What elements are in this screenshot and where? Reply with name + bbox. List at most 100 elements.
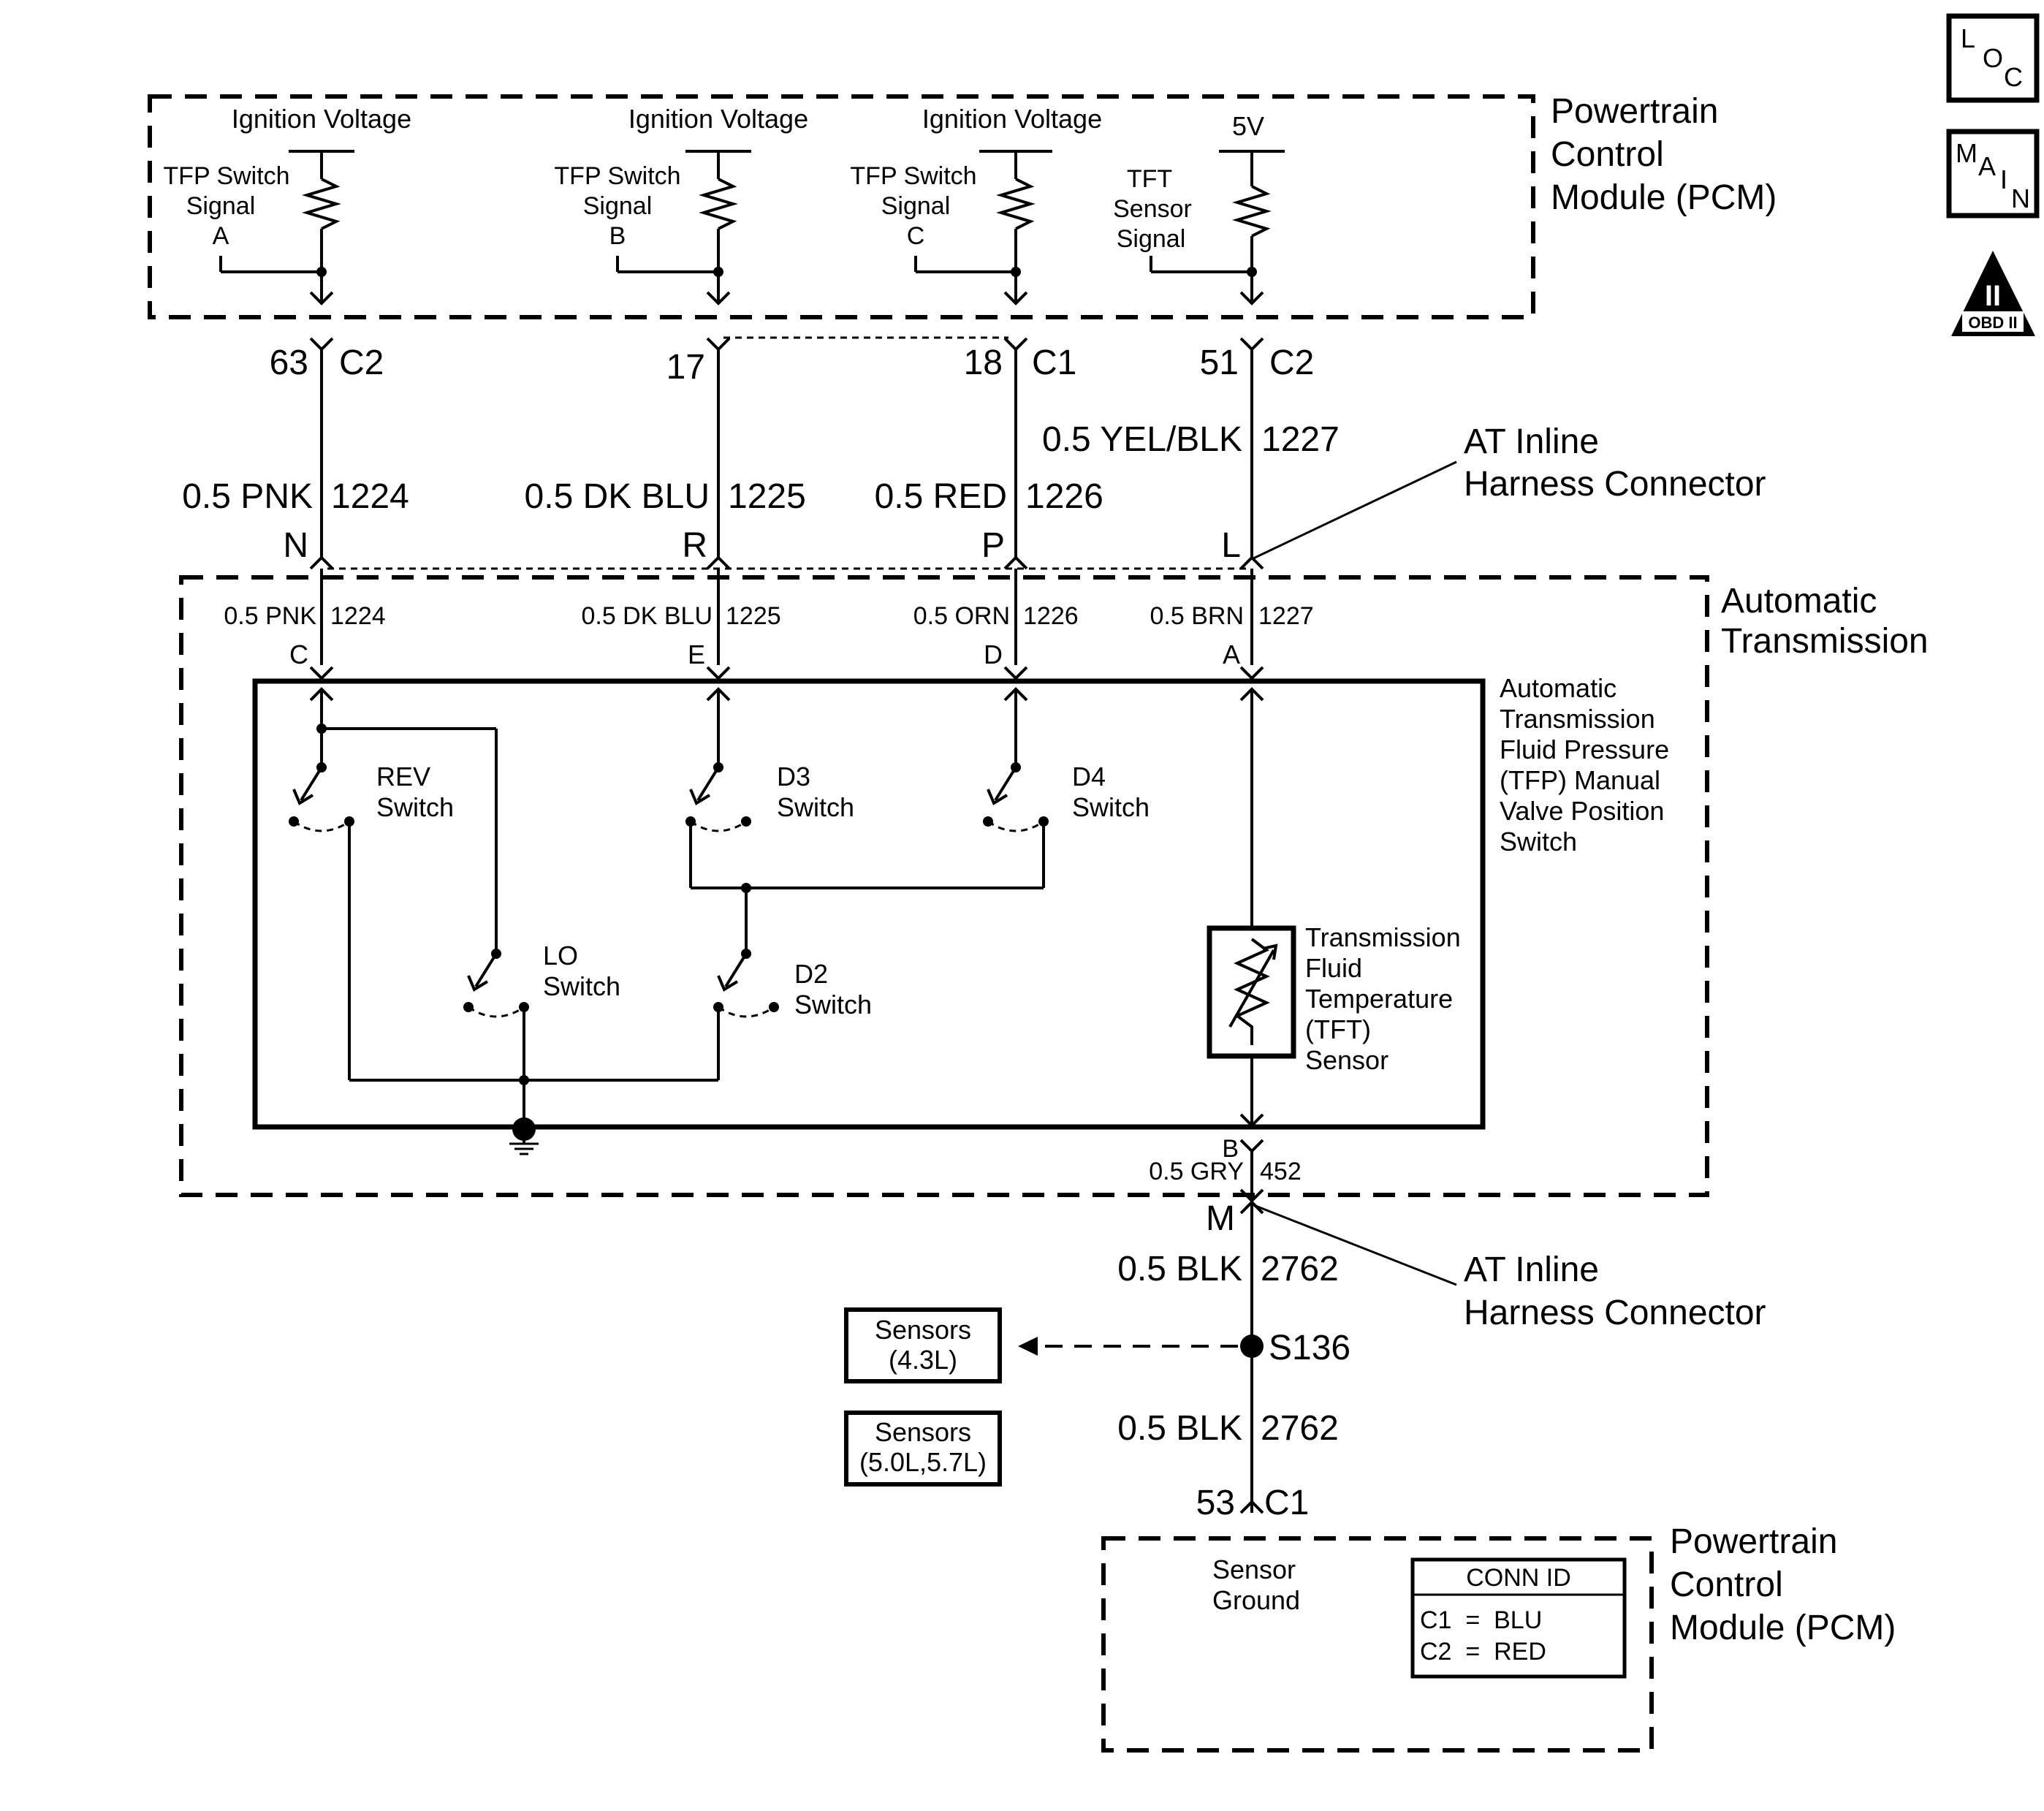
d4-switch: D4 Switch: [983, 762, 1150, 832]
tfp-label-6: Switch: [1500, 827, 1577, 857]
lower-wire-452: B 0.5 GRY 452 M AT Inline Harness Connec…: [1149, 1135, 1766, 1332]
splice-s136: S136: [1269, 1329, 1350, 1367]
conn-c1-b: C1: [1264, 1484, 1309, 1522]
tft-sensor-label-3: Temperature: [1305, 984, 1453, 1014]
conn-id-title: CONN ID: [1466, 1564, 1571, 1592]
pcm-circuit-tfp-a: Ignition Voltage TFP Switch Signal A: [163, 104, 411, 305]
tfp-manual-valve-position-switch: Automatic Transmission Fluid Pressure (T…: [252, 673, 1669, 1155]
wire-circuit-1227: 1227: [1261, 420, 1340, 459]
wire-color-1225: 0.5 DK BLU: [525, 477, 710, 516]
tfp-label-5: Valve Position: [1500, 796, 1664, 826]
obd-ii-badge[interactable]: II OBD II: [1951, 251, 2035, 336]
pin-17: 17: [666, 348, 705, 387]
signal-label-b-2: Signal: [583, 192, 653, 220]
ground-symbol: [509, 1117, 539, 1155]
wire-circuit-452: 452: [1260, 1158, 1302, 1185]
signal-label-c-3: C: [907, 222, 925, 250]
rev-switch-label-1: REV: [376, 762, 430, 791]
signal-label-tft-2: Sensor: [1113, 195, 1192, 223]
pcm-top-module: Powertrain Control Module (PCM): [148, 92, 1777, 319]
signal-label-c-1: TFP Switch: [850, 162, 976, 190]
sensor-box-4-3l-line-2: (4.3L): [889, 1345, 957, 1375]
tfp-label-3: Fluid Pressure: [1500, 734, 1669, 764]
lo-switch-label-1: LO: [543, 941, 578, 971]
main-badge-n: N: [2011, 183, 2030, 213]
inline-connector-upper: N R P L AT Inline Harness Connector: [283, 422, 1766, 570]
d3-switch-label-1: D3: [777, 762, 810, 791]
wire-color-452: 0.5 GRY: [1149, 1158, 1244, 1185]
automatic-transmission: Automatic Transmission 0.5 PNK 1224 0.5 …: [179, 569, 1929, 1197]
trans-pin-e: E: [688, 639, 705, 669]
inline-connector-label-upper-1: AT Inline: [1464, 422, 1599, 461]
conn-c2-a: C2: [339, 343, 384, 382]
wire-color-1226: 0.5 RED: [875, 477, 1007, 516]
pcm-pin-53: 53: [1196, 1484, 1235, 1522]
sensor-box-5-0l-5-7l[interactable]: Sensors (5.0L,5.7L): [844, 1411, 1002, 1487]
loc-badge-l: L: [1961, 23, 1975, 53]
supply-label-b: Ignition Voltage: [628, 104, 808, 134]
tfp-label-4: (TFP) Manual: [1500, 765, 1660, 795]
trans-wire-circuit-1227: 1227: [1258, 602, 1314, 630]
signal-label-a-1: TFP Switch: [163, 162, 289, 190]
inline-connector-leader-lower: [1251, 1203, 1457, 1286]
tft-sensor-label-2: Fluid: [1305, 953, 1362, 983]
conn-id-row-c1: C1 = BLU: [1420, 1606, 1542, 1634]
obd-ii-badge-numeral: II: [1985, 280, 2001, 312]
upper-wires: 0.5 PNK 1224 0.5 DK BLU 1225 0.5 RED 122…: [182, 349, 1340, 557]
d3-switch: D3 Switch: [685, 762, 854, 832]
sensor-box-4-3l-line-1: Sensors: [875, 1315, 971, 1345]
loc-badge[interactable]: L O C: [1946, 13, 2040, 103]
inline-pin-m: M: [1206, 1199, 1235, 1238]
main-badge[interactable]: M A I N: [1946, 129, 2040, 219]
loc-badge-c: C: [2004, 62, 2023, 92]
d4-switch-label-2: Switch: [1072, 792, 1150, 822]
signal-label-a-3: A: [213, 222, 229, 250]
sensor-box-5-0l-line-2: (5.0L,5.7L): [859, 1447, 987, 1477]
tfp-label-2: Transmission: [1500, 704, 1655, 734]
pcm-top-title-line-1: Powertrain: [1551, 92, 1718, 131]
trans-pin-c: C: [289, 639, 308, 669]
supply-label-c: Ignition Voltage: [922, 104, 1102, 134]
pullup-resistor-a: [302, 178, 341, 230]
wire-circuit-1226: 1226: [1025, 477, 1103, 516]
trans-wire-color-1227: 0.5 BRN: [1150, 602, 1245, 630]
inline-connector-label-upper-2: Harness Connector: [1464, 465, 1766, 504]
trans-wire-circuit-1225: 1225: [726, 602, 781, 630]
conn-id-table: CONN ID C1 = BLU C2 = RED: [1410, 1557, 1627, 1679]
trans-wire-color-1225: 0.5 DK BLU: [581, 602, 713, 630]
trans-wire-circuit-1226: 1226: [1023, 602, 1079, 630]
inline-pin-p: P: [981, 526, 1005, 565]
tft-sensor: Transmission Fluid Temperature (TFT) Sen…: [1207, 922, 1461, 1075]
pcm-circuit-tfp-c: Ignition Voltage TFP Switch Signal C: [850, 104, 1102, 305]
inline-connector-leader-upper: [1251, 460, 1457, 561]
conn-id-row-c2: C2 = RED: [1420, 1638, 1546, 1666]
ground-wire-2-color: 0.5 BLK: [1117, 1409, 1242, 1448]
tft-sensor-label-5: Sensor: [1305, 1045, 1388, 1075]
pin-63: 63: [270, 343, 308, 382]
trans-wire-circuit-1224: 1224: [330, 602, 386, 630]
inline-pin-n: N: [283, 526, 308, 565]
d2-switch-label-2: Switch: [794, 990, 872, 1020]
wire-circuit-1224: 1224: [331, 477, 409, 516]
supply-label-5v: 5V: [1232, 111, 1264, 141]
signal-label-b-1: TFP Switch: [554, 162, 680, 190]
inline-pin-l: L: [1221, 526, 1241, 565]
pcm-top-title-line-3: Module (PCM): [1551, 178, 1777, 217]
signal-label-b-3: B: [609, 222, 626, 250]
d3-switch-label-2: Switch: [777, 792, 854, 822]
d2-switch: D2 Switch: [713, 949, 872, 1020]
pcm-circuit-tfp-b: Ignition Voltage TFP Switch Signal B: [554, 104, 808, 305]
wire-circuit-1225: 1225: [728, 477, 806, 516]
sensor-box-4-3l[interactable]: Sensors (4.3L): [844, 1307, 1002, 1383]
wire-color-1227: 0.5 YEL/BLK: [1042, 420, 1242, 459]
signal-label-c-2: Signal: [881, 192, 951, 220]
pin-18: 18: [964, 343, 1003, 382]
pullup-resistor-c: [996, 178, 1036, 230]
ground-wire-1-circuit: 2762: [1261, 1250, 1339, 1288]
d2-switch-label-1: D2: [794, 959, 828, 989]
sensor-ground-label-1: Sensor: [1212, 1554, 1296, 1584]
rev-switch: REV Switch: [289, 762, 454, 832]
pcm-bottom-title-line-2: Control: [1670, 1565, 1783, 1604]
tfp-label-1: Automatic: [1500, 673, 1616, 703]
